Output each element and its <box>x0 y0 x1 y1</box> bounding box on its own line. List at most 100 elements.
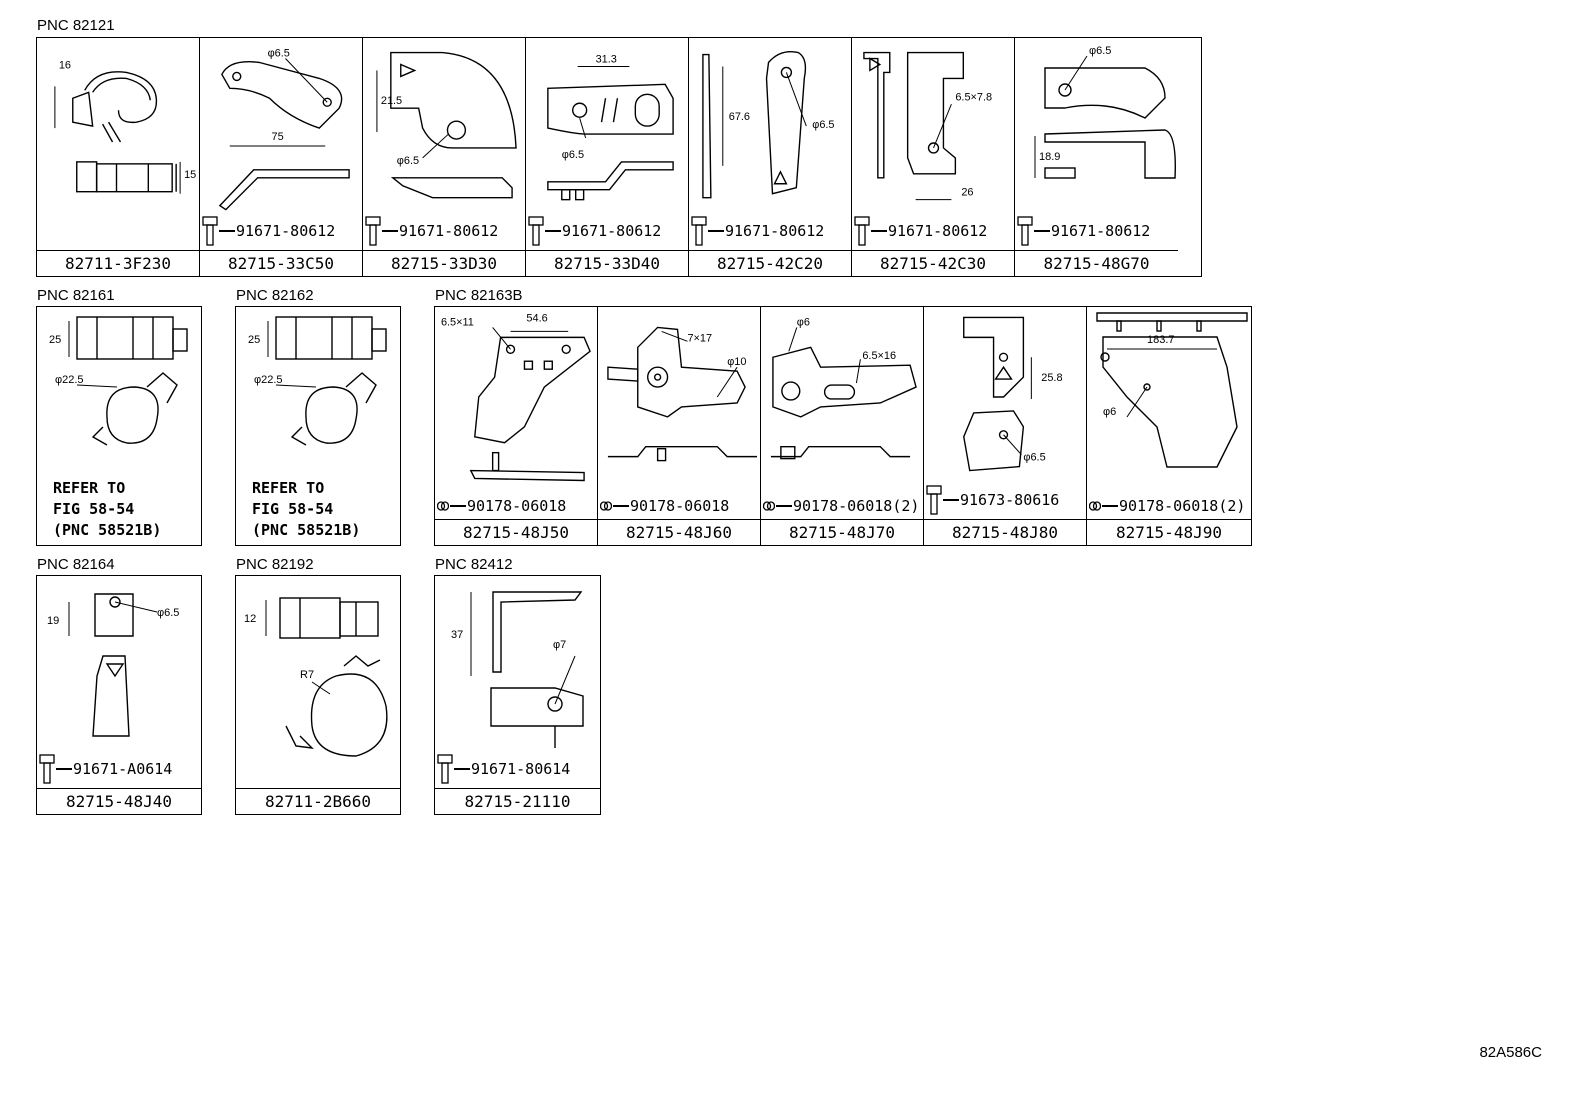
diagram-code: 82A586C <box>1479 1044 1542 1061</box>
part-drawing: 183.7 φ6 <box>1087 307 1251 487</box>
fastener[interactable]: 91671-80612 <box>528 216 661 246</box>
pnc-label: PNC 82121 <box>37 17 115 34</box>
dimension-label: φ7 <box>553 639 566 651</box>
part-cell[interactable]: 25 φ22.5 REFER TO FIG 58-54 (PNC 58521B) <box>236 307 400 545</box>
dimension-label: 6.5×7.8 <box>955 91 992 103</box>
part-number[interactable]: 82715-42C30 <box>852 250 1014 276</box>
dimension-label: 31.3 <box>596 54 617 66</box>
leader-line <box>943 499 959 501</box>
part-number[interactable]: 82711-3F230 <box>37 250 199 276</box>
clip-icon <box>763 501 775 511</box>
bolt-icon <box>1017 216 1033 246</box>
fastener[interactable]: 91671-80612 <box>854 216 987 246</box>
part-number[interactable]: 82715-48J90 <box>1087 519 1251 545</box>
bolt-icon <box>202 216 218 246</box>
part-cell[interactable]: 6.5×11 54.6 90178-06018 82715-48J50 <box>435 307 598 545</box>
clip-icon <box>600 501 612 511</box>
fastener[interactable]: 90178-06018(2) <box>1089 497 1245 515</box>
parts-group: 16 15 82711-3F230 φ6.5 75 <box>36 37 1202 277</box>
part-number[interactable]: 82715-33C50 <box>200 250 362 276</box>
leader-line <box>776 505 792 507</box>
part-number[interactable]: 82715-33D40 <box>526 250 688 276</box>
part-number[interactable]: 82715-48J80 <box>924 519 1086 545</box>
fastener-number: 90178-06018 <box>630 497 730 515</box>
fastener-number: 91671-80612 <box>562 222 662 240</box>
part-drawing: φ6.5 18.9 <box>1015 38 1178 249</box>
part-cell[interactable]: 31.3 φ6.5 91671-80612 82715-33D40 <box>526 38 689 276</box>
leader-line <box>454 768 470 770</box>
clip-icon <box>1089 501 1101 511</box>
fastener[interactable]: 91671-A0614 <box>39 754 172 784</box>
part-number[interactable]: 82715-48J70 <box>761 519 923 545</box>
pnc-label: PNC 82161 <box>37 287 115 304</box>
dimension-label: 12 <box>244 613 256 625</box>
bolt-icon <box>854 216 870 246</box>
dimension-label: 18.9 <box>1039 151 1060 163</box>
clip-icon <box>437 501 449 511</box>
dimension-label: 16 <box>59 59 71 71</box>
dimension-label: φ22.5 <box>254 374 283 386</box>
part-drawing: φ6.5 75 <box>200 38 362 249</box>
part-cell[interactable]: 6.5×7.8 26 91671-80612 82715-42C30 <box>852 38 1015 276</box>
leader-line <box>56 768 72 770</box>
part-cell[interactable]: 19 φ6.5 91671-A0614 82715-48J40 <box>37 576 201 814</box>
refer-note: REFER TO FIG 58-54 (PNC 58521B) <box>53 479 162 539</box>
part-cell[interactable]: 7×17 φ10 90178-06018 82715-48J60 <box>598 307 761 545</box>
part-cell[interactable]: φ6 6.5×16 90178-06018(2) 82715-48J70 <box>761 307 924 545</box>
fastener-number: 91671-A0614 <box>73 760 173 778</box>
part-number[interactable]: 82715-48J60 <box>598 519 760 545</box>
dimension-label: φ10 <box>727 356 746 368</box>
part-cell[interactable]: 37 φ7 91671-80614 82715-21110 <box>435 576 600 814</box>
part-number[interactable]: 82715-48G70 <box>1015 250 1178 276</box>
fastener[interactable]: 90178-06018 <box>600 497 729 515</box>
leader-line <box>382 230 398 232</box>
fastener[interactable]: 91671-80612 <box>691 216 824 246</box>
part-drawing: 25 φ22.5 <box>236 307 400 469</box>
parts-group: 19 φ6.5 91671-A0614 82715-48J40 <box>36 575 202 815</box>
part-drawing: 37 φ7 <box>435 576 600 756</box>
fastener-number: 91671-80612 <box>1051 222 1151 240</box>
dimension-label: φ22.5 <box>55 374 84 386</box>
part-cell[interactable]: 183.7 φ6 90178-06018(2) 82715-48J90 <box>1087 307 1251 545</box>
refer-note: REFER TO FIG 58-54 (PNC 58521B) <box>252 479 361 539</box>
fastener[interactable]: 91671-80614 <box>437 754 570 784</box>
dimension-label: 25 <box>248 334 260 346</box>
part-cell[interactable]: 25.8 φ6.5 91673-80616 82715-48J80 <box>924 307 1087 545</box>
part-cell[interactable]: 67.6 φ6.5 91671-80612 82715-42C20 <box>689 38 852 276</box>
dimension-label: 67.6 <box>729 111 750 123</box>
pnc-label: PNC 82162 <box>236 287 314 304</box>
part-cell[interactable]: 12 R7 82711-2B660 <box>236 576 400 814</box>
dimension-label: 75 <box>272 131 284 143</box>
part-number[interactable]: 82715-48J50 <box>435 519 597 545</box>
fastener-number: 90178-06018(2) <box>1119 497 1246 515</box>
dimension-label: φ6 <box>1103 406 1116 418</box>
part-drawing: 12 R7 <box>236 576 400 786</box>
dimension-label: φ6.5 <box>1089 45 1111 57</box>
fastener-number: 91671-80612 <box>399 222 499 240</box>
part-cell[interactable]: 16 15 82711-3F230 <box>37 38 200 276</box>
fastener[interactable]: 91671-80612 <box>1017 216 1150 246</box>
part-number[interactable]: 82715-21110 <box>435 788 600 814</box>
part-number[interactable]: 82715-42C20 <box>689 250 851 276</box>
bolt-icon <box>528 216 544 246</box>
fastener[interactable]: 90178-06018 <box>437 497 566 515</box>
part-drawing: 19 φ6.5 <box>37 576 201 756</box>
leader-line <box>219 230 235 232</box>
parts-group: 6.5×11 54.6 90178-06018 82715-48J50 <box>434 306 1252 546</box>
part-cell[interactable]: φ6.5 18.9 91671-80612 82715-48G70 <box>1015 38 1178 276</box>
dimension-label: φ6.5 <box>268 48 290 60</box>
fastener-number: 91671-80612 <box>888 222 988 240</box>
part-number[interactable]: 82711-2B660 <box>236 788 400 814</box>
fastener[interactable]: 91673-80616 <box>926 485 1059 515</box>
part-number[interactable]: 82715-33D30 <box>363 250 525 276</box>
dimension-label: R7 <box>300 669 314 681</box>
fastener[interactable]: 90178-06018(2) <box>763 497 919 515</box>
part-cell[interactable]: 21.5 φ6.5 91671-80612 82715-33D30 <box>363 38 526 276</box>
part-number[interactable]: 82715-48J40 <box>37 788 201 814</box>
fastener[interactable]: 91671-80612 <box>365 216 498 246</box>
part-drawing: 25.8 φ6.5 <box>924 307 1086 487</box>
part-cell[interactable]: φ6.5 75 91671-80612 82715-33C50 <box>200 38 363 276</box>
part-cell[interactable]: 25 φ22.5 REFER TO FIG 58-54 (PNC 58521B) <box>37 307 201 545</box>
fastener[interactable]: 91671-80612 <box>202 216 335 246</box>
dimension-label: 6.5×16 <box>862 350 896 362</box>
